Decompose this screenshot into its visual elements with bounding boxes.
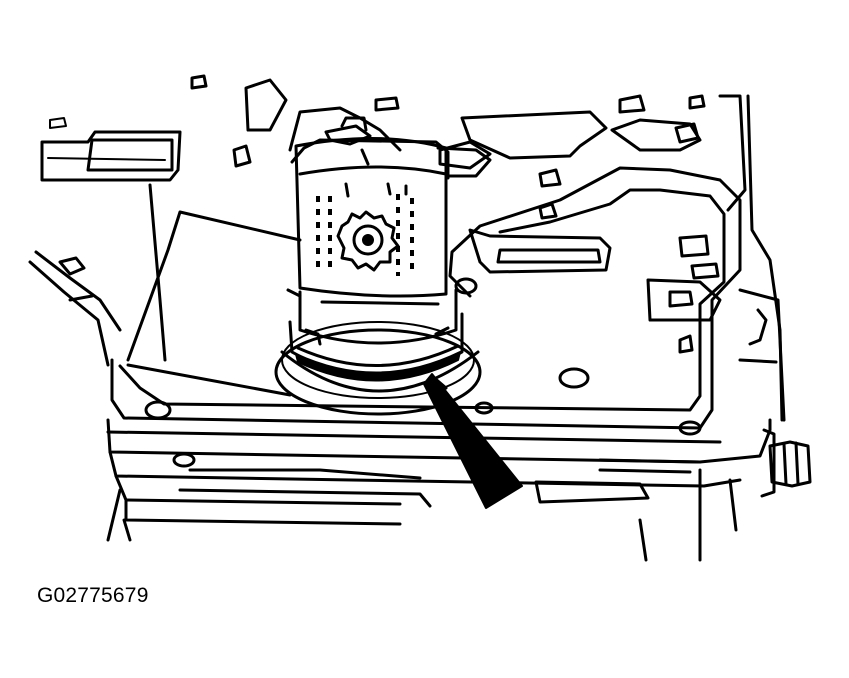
valve-body-plate [112, 168, 784, 466]
transmission-valve-body-diagram [0, 0, 849, 600]
solenoid-assembly [276, 118, 490, 414]
callout-arrow [424, 374, 522, 508]
lower-plates [108, 420, 770, 560]
upper-housing [192, 76, 782, 420]
figure-code: G02775679 [37, 584, 149, 607]
threaded-fitting [762, 430, 810, 496]
left-bracket [30, 118, 180, 365]
